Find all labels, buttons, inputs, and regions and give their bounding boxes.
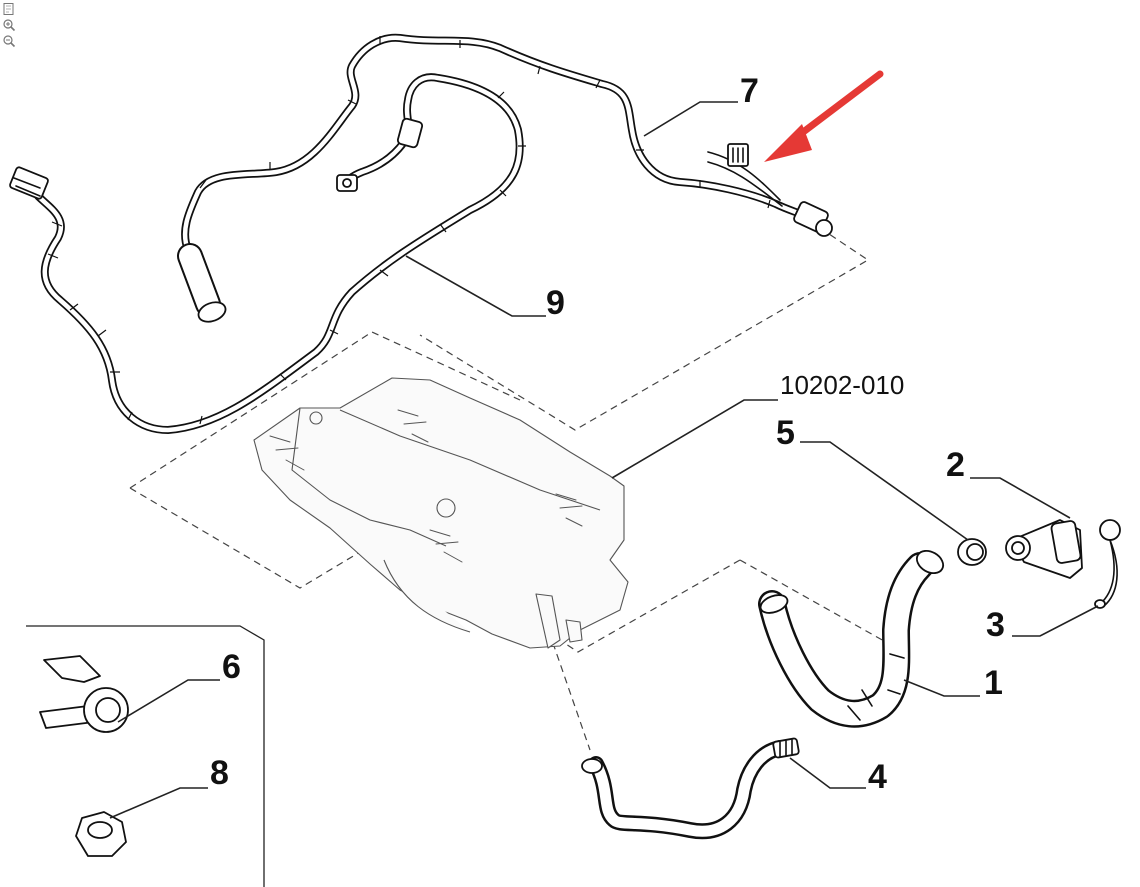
leader-6 bbox=[117, 679, 220, 723]
leader-5 bbox=[800, 441, 969, 541]
small-parts-divider bbox=[26, 625, 265, 887]
leader-9 bbox=[405, 255, 546, 317]
sensor-wire-part-3[interactable] bbox=[1094, 539, 1118, 609]
callout-1: 1 bbox=[984, 664, 1003, 702]
callout-4: 4 bbox=[868, 758, 887, 796]
fit-page-icon[interactable] bbox=[2, 2, 16, 16]
assembly-boundaries bbox=[129, 227, 901, 751]
leader-4 bbox=[789, 757, 866, 789]
manifold-fins bbox=[269, 409, 583, 563]
callout-leaders bbox=[109, 101, 1099, 819]
leader-8 bbox=[109, 787, 208, 819]
zoom-out-icon[interactable] bbox=[2, 34, 16, 48]
callout-7: 7 bbox=[740, 72, 759, 110]
coolant-hose-part-1[interactable] bbox=[758, 546, 947, 728]
wiring-harness-part-7[interactable] bbox=[177, 33, 833, 325]
callout-8: 8 bbox=[210, 754, 229, 792]
leader-3 bbox=[1012, 605, 1099, 637]
intake-manifold-reference bbox=[253, 377, 629, 649]
nut-part-8[interactable] bbox=[75, 811, 127, 857]
hose-clamp-part-5[interactable] bbox=[957, 538, 987, 566]
wiring-harness-part-9[interactable] bbox=[9, 73, 526, 434]
callout-reference: 10202-010 bbox=[780, 370, 905, 400]
leader-2 bbox=[970, 477, 1071, 519]
callout-9: 9 bbox=[546, 284, 565, 322]
pipe-part-4[interactable] bbox=[581, 737, 800, 840]
leader-1 bbox=[903, 679, 980, 697]
callout-6: 6 bbox=[222, 648, 241, 686]
bracket-part-6[interactable] bbox=[39, 655, 129, 733]
zoom-in-icon[interactable] bbox=[2, 18, 16, 32]
leader-ref bbox=[611, 399, 778, 479]
valve-part-2[interactable] bbox=[1005, 519, 1121, 579]
leader-7 bbox=[643, 101, 738, 137]
callout-5: 5 bbox=[776, 414, 795, 452]
zoom-toolbar bbox=[2, 2, 18, 48]
highlight-arrow-icon bbox=[764, 70, 884, 162]
callout-3: 3 bbox=[986, 606, 1005, 644]
callout-2: 2 bbox=[946, 446, 965, 484]
